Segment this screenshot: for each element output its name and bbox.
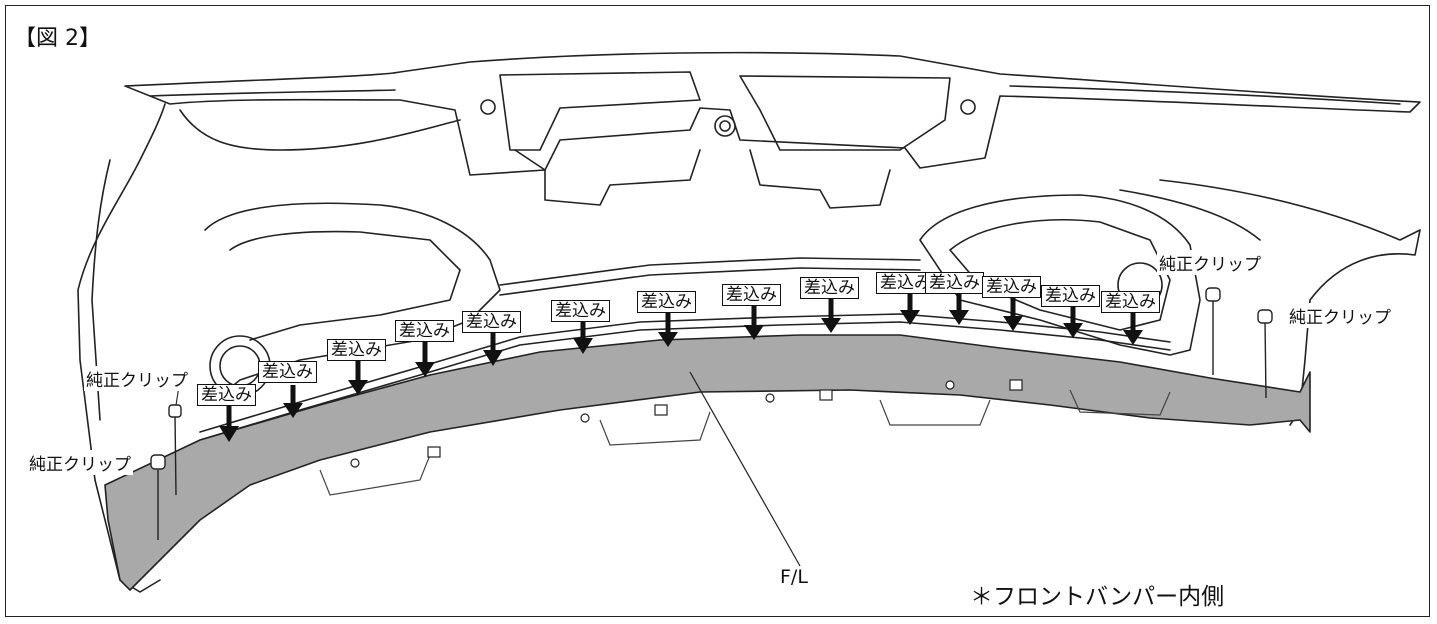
insert-callout: 差込み — [722, 284, 781, 306]
clip-label: 純正クリップ — [84, 366, 190, 391]
insert-callout: 差込み — [197, 384, 256, 406]
insert-callout: 差込み — [925, 272, 984, 294]
insert-callout: 差込み — [982, 276, 1041, 298]
figure-title: 【図 2】 — [14, 26, 101, 51]
insert-callout: 差込み — [1041, 285, 1100, 307]
bumper-right-side — [1159, 179, 1421, 426]
insert-callout: 差込み — [327, 339, 386, 361]
insert-callout: 差込み — [258, 361, 317, 383]
insert-callout: 差込み — [462, 311, 521, 333]
figure-frame — [5, 5, 1430, 617]
bumper-left-side — [77, 103, 166, 593]
insert-callout: 差込み — [395, 320, 454, 342]
location-note: ＊フロントバンパー内側 — [970, 584, 1225, 610]
part-label-fl: F/L — [780, 566, 808, 588]
insert-callout: 差込み — [1101, 291, 1160, 313]
insert-callout: 差込み — [551, 300, 610, 322]
clip-label: 純正クリップ — [1287, 303, 1393, 328]
insert-callout: 差込み — [637, 291, 696, 313]
fl-lip-part — [104, 334, 1311, 591]
insert-callout: 差込み — [876, 272, 935, 294]
clip-label: 純正クリップ — [27, 450, 133, 475]
clip-label: 純正クリップ — [1157, 250, 1263, 275]
bumper-top-edge — [124, 51, 1421, 176]
insert-callout: 差込み — [800, 277, 859, 299]
